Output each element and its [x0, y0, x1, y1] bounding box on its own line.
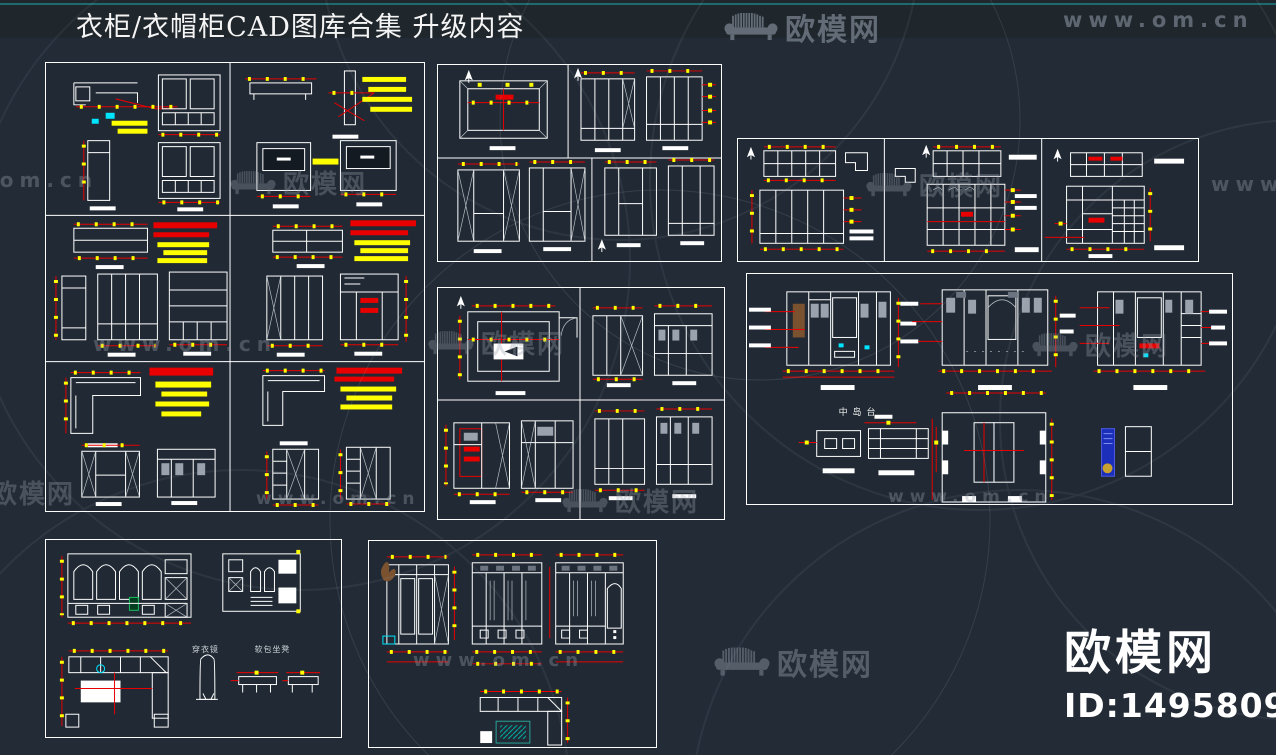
- top-bar: [0, 0, 1276, 38]
- panel-wardrobe-details: [45, 62, 425, 512]
- watermark-logo: 欧模网: [714, 640, 873, 684]
- panel-cloakroom-island: 中岛台: [746, 273, 1233, 505]
- mirror-label: 穿衣镜: [192, 644, 219, 654]
- cad-drawing-wardrobe-details: [46, 63, 424, 511]
- panel-classic-wardrobe: 穿衣镜 软包坐凳: [45, 539, 342, 738]
- island-label: 中岛台: [839, 406, 881, 418]
- sofa-icon: [714, 645, 770, 679]
- watermark-url: www.om.cn: [1211, 172, 1276, 196]
- page-title: 衣柜/衣帽柜CAD图库合集 升级内容: [76, 12, 525, 43]
- image-id: ID:1495809: [1064, 686, 1276, 725]
- panel-walkin-closet-b: [437, 287, 725, 520]
- cad-drawing-walkin-closet-a: [438, 65, 721, 261]
- bench-label: 软包坐凳: [255, 644, 291, 654]
- site-brand-badge: 欧模网 ID:1495809: [1064, 614, 1276, 725]
- panel-mirror-wardrobes: [368, 540, 657, 748]
- site-name: 欧模网: [1064, 626, 1217, 681]
- panel-walkin-closet-a: [437, 64, 722, 262]
- teal-divider-line: [0, 3, 1276, 5]
- cad-drawing-cloakroom-island: 中岛台: [748, 289, 1228, 503]
- cad-drawing-classic-wardrobe: 穿衣镜 软包坐凳: [59, 549, 321, 728]
- cad-drawing-mirror-wardrobes: [380, 552, 624, 746]
- panel-cabinet-elevations: [737, 138, 1199, 262]
- cad-drawing-walkin-closet-b: [438, 288, 724, 519]
- cad-drawing-cabinet-elevations: [746, 139, 1185, 261]
